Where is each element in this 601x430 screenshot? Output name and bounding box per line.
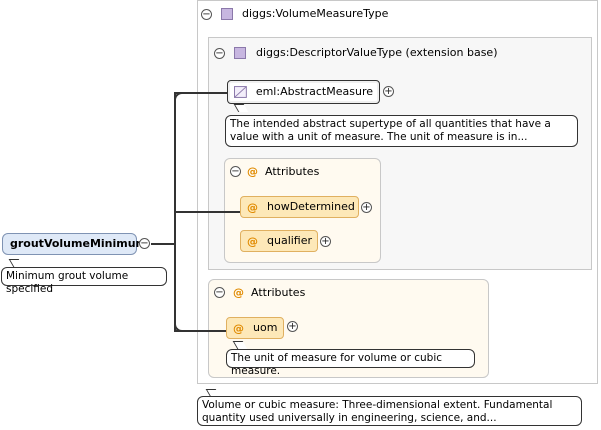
- connector-line: [174, 92, 227, 94]
- extension-collapse-toggle[interactable]: −: [214, 48, 225, 59]
- type-attributes-label: Attributes: [251, 286, 306, 299]
- attribute-icon: @: [233, 286, 244, 299]
- expand-icon: +: [362, 201, 371, 213]
- root-collapse-toggle[interactable]: −: [139, 238, 150, 249]
- collapse-icon: −: [202, 8, 211, 20]
- type-attributes-collapse-toggle[interactable]: −: [214, 287, 225, 298]
- extension-attributes-label: Attributes: [265, 165, 320, 178]
- expand-icon: +: [321, 235, 330, 247]
- attribute-name: howDetermined: [267, 200, 355, 213]
- extension-attributes-collapse-toggle[interactable]: −: [230, 166, 241, 177]
- type-collapse-toggle[interactable]: −: [201, 9, 212, 20]
- qualifier-expand-toggle[interactable]: +: [320, 236, 331, 247]
- attribute-icon: @: [233, 321, 244, 335]
- uom-expand-toggle[interactable]: +: [287, 321, 298, 332]
- collapse-icon: −: [215, 47, 224, 59]
- attribute-name: qualifier: [267, 234, 313, 247]
- extension-name: diggs:DescriptorValueType (extension bas…: [256, 46, 498, 59]
- root-element[interactable]: groutVolumeMinimum: [2, 233, 147, 255]
- connector-line: [174, 330, 226, 332]
- attribute-name: uom: [253, 321, 278, 334]
- howdetermined-expand-toggle[interactable]: +: [361, 202, 372, 213]
- connector-line: [151, 243, 175, 245]
- expand-icon: +: [288, 320, 297, 332]
- collapse-icon: −: [140, 237, 149, 249]
- root-doc: Minimum grout volume specified: [1, 267, 167, 295]
- attribute-icon: @: [247, 200, 258, 214]
- attribute-howdetermined[interactable]: @ howDetermined: [240, 196, 359, 218]
- complex-type-icon: [221, 8, 233, 20]
- complex-type-icon: [234, 47, 246, 59]
- attribute-uom[interactable]: @ uom: [226, 317, 284, 339]
- type-doc: Volume or cubic measure: Three-dimension…: [197, 396, 582, 426]
- type-name: diggs:VolumeMeasureType: [242, 7, 389, 20]
- connector-line: [175, 211, 240, 213]
- abstract-measure-name: eml:AbstractMeasure: [255, 85, 373, 98]
- abstract-measure-doc: The intended abstract supertype of all q…: [225, 115, 578, 147]
- collapse-icon: −: [231, 165, 240, 177]
- attribute-qualifier[interactable]: @ qualifier: [240, 230, 318, 252]
- uom-doc: The unit of measure for volume or cubic …: [226, 349, 475, 377]
- attribute-icon: @: [247, 234, 258, 248]
- abstract-element-icon: [234, 86, 247, 98]
- abstract-measure-element[interactable]: eml:AbstractMeasure: [227, 80, 380, 104]
- collapse-icon: −: [215, 286, 224, 298]
- expand-icon: +: [384, 85, 393, 97]
- attribute-icon: @: [247, 165, 258, 178]
- root-element-name: groutVolumeMinimum: [10, 237, 148, 250]
- abstract-measure-expand-toggle[interactable]: +: [383, 86, 394, 97]
